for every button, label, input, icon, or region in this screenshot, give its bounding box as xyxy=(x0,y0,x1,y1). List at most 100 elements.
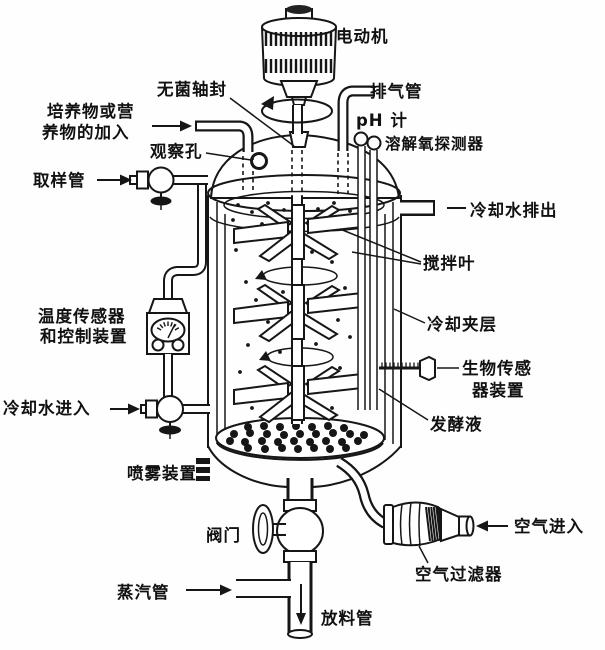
cooling-outlet xyxy=(400,200,466,216)
label-cooling-jacket: 冷却夹层 xyxy=(427,314,497,334)
rotation-arrow-icon xyxy=(261,96,274,110)
texture-dot xyxy=(282,208,286,212)
label-valve: 阀门 xyxy=(206,525,241,545)
swirl-arrow-icon xyxy=(259,351,271,361)
cooling-in-arrow-icon xyxy=(128,403,140,415)
label-feed-line1: 培养物或营 xyxy=(47,101,135,121)
gauge-tick xyxy=(174,327,180,331)
inlet-valve-icon xyxy=(156,395,184,423)
valve-bottom-flange xyxy=(283,550,317,563)
seal-pointer xyxy=(229,97,295,147)
hatch-line xyxy=(432,506,439,542)
filter-cone xyxy=(440,507,460,543)
sparger-hole xyxy=(241,438,249,446)
motor-sides xyxy=(261,26,337,79)
texture-dot xyxy=(314,342,318,346)
sparger-hole xyxy=(260,422,268,430)
texture-dot xyxy=(236,203,240,207)
sparger-hole xyxy=(360,431,368,439)
pointers xyxy=(205,97,429,421)
filter-mouth xyxy=(465,515,475,537)
sampling-valve-handle xyxy=(150,196,172,206)
texture-dot xyxy=(266,320,270,324)
do-probe-head-icon xyxy=(366,135,382,151)
feed-arrow-icon xyxy=(180,120,192,132)
sparger-hole xyxy=(276,423,284,431)
feed-pipe xyxy=(195,120,254,152)
tee-opening xyxy=(286,580,292,597)
gauge-dial-icon xyxy=(150,317,186,343)
sampling-arrow-icon xyxy=(120,174,132,186)
sparger-hole xyxy=(306,438,314,446)
texture-dot xyxy=(343,286,347,290)
texture-dot xyxy=(316,207,320,211)
gauge-ticks xyxy=(156,321,180,331)
texture-dot xyxy=(281,290,285,294)
sparger-hole xyxy=(294,445,302,453)
sparger-hole xyxy=(258,437,266,445)
gauge-tick xyxy=(170,322,173,327)
label-temp-sensor-line1: 温度传感器 xyxy=(38,306,126,326)
sparger-hole xyxy=(338,438,346,446)
texture-dot xyxy=(231,218,235,222)
sparger-hole xyxy=(340,424,348,432)
sparger-hole xyxy=(308,423,316,431)
sparger-hole xyxy=(329,429,337,437)
sparger-hole xyxy=(278,444,286,452)
texture-dot xyxy=(332,201,336,205)
texture-dot xyxy=(266,201,270,205)
label-observation-port: 观察孔 xyxy=(150,141,203,161)
valve-handwheel-icon xyxy=(252,504,274,554)
sampling-valve-icon xyxy=(147,166,175,194)
sparger-plate-rim xyxy=(216,442,384,461)
texture-dot xyxy=(338,366,342,370)
temp-controller xyxy=(146,298,190,399)
label-biosensor-line2: 器装置 xyxy=(471,380,525,400)
motor-coupling xyxy=(279,80,319,98)
gauge-tick xyxy=(156,327,162,331)
sparger-hole xyxy=(322,437,330,445)
sampling-line xyxy=(129,166,208,210)
gauge-tick xyxy=(163,322,166,327)
texture-dot xyxy=(348,335,352,339)
sparger-holes xyxy=(226,422,368,453)
sparger-hole xyxy=(310,444,318,452)
biosensor-head-icon xyxy=(419,355,436,382)
texture-dot xyxy=(336,318,340,322)
sparger-hole xyxy=(246,429,254,437)
label-feed-line2: 养物的加入 xyxy=(41,122,130,142)
sparger-hole xyxy=(274,438,282,446)
filter-pointer xyxy=(418,545,429,564)
texture-dot xyxy=(250,210,254,214)
texture-dot xyxy=(278,350,282,354)
sparger-hole xyxy=(261,445,269,453)
label-sterile-shaft-seal: 无菌轴封 xyxy=(156,79,227,99)
sampling-flange xyxy=(136,170,149,190)
label-air-inlet: 空气进入 xyxy=(514,516,584,536)
observation-pointer xyxy=(205,152,252,161)
flow-arrows xyxy=(97,120,508,596)
wall-foot xyxy=(196,476,210,481)
label-discharge-pipe: 放料管 xyxy=(320,608,374,628)
drive-shaft xyxy=(293,105,302,134)
texture-dot xyxy=(330,406,334,410)
broth-pointer xyxy=(378,388,429,421)
discharge-mouth xyxy=(287,629,313,639)
motor-coupling-neck xyxy=(290,96,308,106)
wall-foot xyxy=(196,458,210,464)
texture-dot xyxy=(234,248,238,252)
label-spray-device: 喷雾装置 xyxy=(127,463,197,483)
jacket-pointer xyxy=(393,308,426,324)
ph-probe-tube xyxy=(358,146,365,410)
label-air-filter: 空气过滤器 xyxy=(415,564,503,584)
sparger-hole xyxy=(346,430,354,438)
wall-foot xyxy=(196,467,210,473)
stirrer-pointer xyxy=(339,228,422,263)
motor-ribs xyxy=(264,32,333,73)
controller-neck xyxy=(147,298,189,314)
texture-dot xyxy=(330,260,334,264)
label-cooling-water-inlet: 冷却水进入 xyxy=(3,398,91,418)
shaft-rotation-ellipse xyxy=(261,98,333,124)
